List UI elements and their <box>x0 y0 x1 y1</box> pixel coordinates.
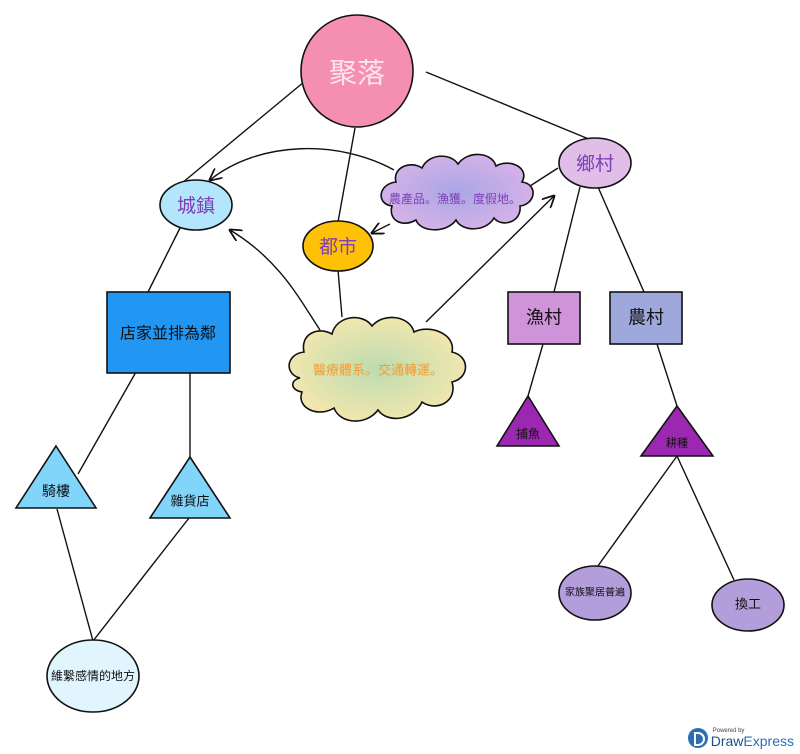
edge-arcade-bonding <box>56 508 94 642</box>
edge-settlement-village <box>425 71 597 143</box>
services-cloud-label: 醫療體系。交通轉運。 <box>313 363 443 379</box>
node-town[interactable]: 城鎮 <box>159 179 233 231</box>
arcade-triangle <box>14 444 98 509</box>
node-settlement[interactable]: 聚落 <box>300 14 414 128</box>
edge-town-shops <box>147 227 181 293</box>
edge-shops-arcade <box>77 371 137 475</box>
edge-services-cloud-to-town <box>230 230 321 331</box>
node-farming[interactable]: 耕種 <box>639 404 715 457</box>
family-clusters-label: 家族聚居普遍 <box>565 586 625 599</box>
farming-label: 耕種 <box>666 436 688 450</box>
node-grocery[interactable]: 雜貨店 <box>148 455 232 519</box>
edge-city-services-cloud <box>337 269 343 318</box>
node-shops-adjacent[interactable]: 店家並排為鄰 <box>106 291 231 374</box>
node-city[interactable]: 都市 <box>302 220 374 272</box>
edge-farming-family <box>594 455 678 571</box>
barter-ellipse <box>711 578 785 632</box>
rural-products-cloud-label: 農產品。漁獲。度假地。 <box>389 191 521 206</box>
fishing-village-rect <box>507 291 581 345</box>
powered-by-text: Powered by <box>712 728 745 734</box>
edge-farming-village-farming <box>656 343 678 407</box>
arcade-label: 騎樓 <box>42 484 70 500</box>
edge-services-cloud-village <box>425 196 554 323</box>
village-label: 鄉村 <box>576 153 614 175</box>
drawexpress-logo-icon <box>687 728 708 748</box>
farming-village-rect <box>609 291 683 345</box>
edge-settlement-city <box>337 127 356 223</box>
city-label: 都市 <box>319 236 357 258</box>
fishing-label: 捕魚 <box>516 426 540 441</box>
barter-label: 換工 <box>735 598 761 613</box>
node-fishing-village[interactable]: 漁村 <box>507 291 581 345</box>
shops-adjacent-label: 店家並排為鄰 <box>120 324 216 343</box>
node-services-cloud[interactable]: 醫療體系。交通轉運。 <box>288 316 467 422</box>
grocery-triangle <box>148 455 232 519</box>
edge-village-fishing-village <box>553 186 581 293</box>
edges <box>56 71 735 642</box>
node-family-clusters[interactable]: 家族聚居普遍 <box>558 565 632 621</box>
farming-village-label: 農村 <box>628 308 664 329</box>
brand-part2: Express <box>743 733 794 749</box>
node-barter[interactable]: 換工 <box>711 578 785 632</box>
node-fishing[interactable]: 捕魚 <box>495 394 561 447</box>
node-arcade[interactable]: 騎樓 <box>14 444 98 509</box>
family-clusters-ellipse <box>558 565 632 621</box>
watermark-text: Powered by DrawExpress <box>711 728 794 748</box>
city-ellipse <box>302 220 374 272</box>
edge-village-products-cloud <box>529 167 559 187</box>
village-ellipse <box>558 137 632 189</box>
fishing-village-label: 漁村 <box>526 308 562 329</box>
edge-village-farming-village <box>597 186 645 293</box>
town-ellipse <box>159 179 233 231</box>
brand-part1: Draw <box>710 733 744 749</box>
node-bonding-place[interactable]: 維繫感情的地方 <box>46 639 140 713</box>
edge-grocery-bonding <box>92 517 190 642</box>
farming-triangle <box>639 404 715 457</box>
node-village[interactable]: 鄉村 <box>558 137 632 189</box>
settlement-circle <box>300 14 414 128</box>
drawexpress-watermark: Powered by DrawExpress <box>687 728 794 748</box>
edge-products-cloud-to-city <box>372 224 391 233</box>
bonding-place-label: 維繫感情的地方 <box>51 668 135 683</box>
town-label: 城鎮 <box>177 195 215 217</box>
node-farming-village[interactable]: 農村 <box>609 291 683 345</box>
services-cloud-shape <box>288 316 467 422</box>
rural-products-cloud-shape <box>380 153 534 231</box>
fishing-triangle <box>495 394 561 447</box>
bonding-place-ellipse <box>46 639 140 713</box>
edge-products-cloud-to-town <box>210 147 395 180</box>
shops-adjacent-rect <box>106 291 231 374</box>
grocery-label: 雜貨店 <box>170 494 209 510</box>
node-rural-products-cloud[interactable]: 農產品。漁獲。度假地。 <box>380 153 534 231</box>
edge-farming-barter <box>676 455 735 581</box>
edge-fishing-village-fishing <box>527 343 544 397</box>
settlement-label: 聚落 <box>329 57 385 90</box>
edge-settlement-town <box>175 71 317 189</box>
brand-name: DrawExpress <box>711 734 794 748</box>
